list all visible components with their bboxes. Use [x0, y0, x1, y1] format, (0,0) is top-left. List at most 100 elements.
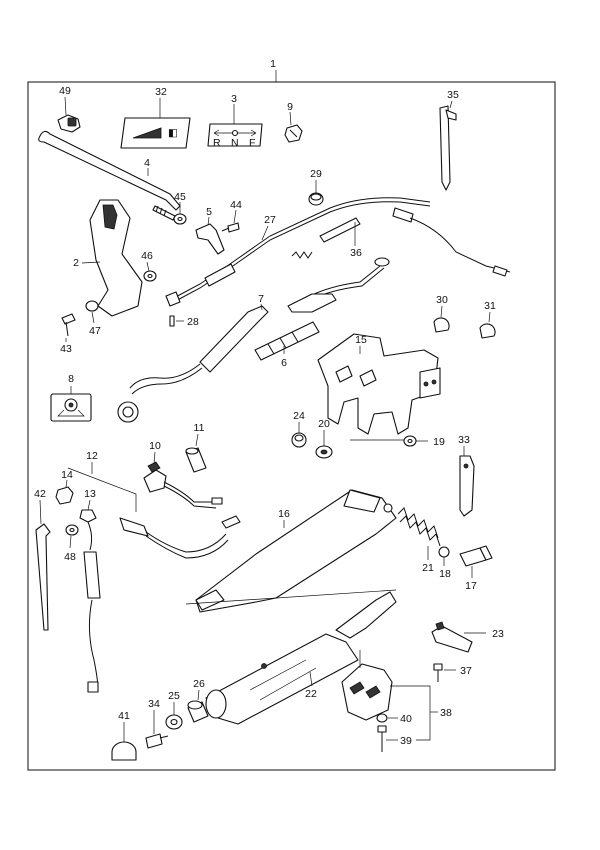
- part-24-bush: [291, 422, 307, 448]
- part-3-shift-plate: R N F: [207, 104, 263, 149]
- callout-47: 47: [89, 325, 101, 337]
- callout-33: 33: [458, 434, 470, 446]
- part-14-nut: [55, 479, 74, 505]
- part-16-housing: [195, 489, 397, 613]
- callout-27: 27: [264, 214, 276, 226]
- callout-19: 19: [433, 436, 445, 448]
- callout-32: 32: [155, 86, 167, 98]
- callout-24: 24: [293, 410, 305, 422]
- callout-37: 37: [460, 665, 472, 677]
- callout-9: 9: [287, 101, 293, 113]
- callout-5: 5: [206, 206, 212, 218]
- part-42-strap: [35, 499, 51, 631]
- callout-44: 44: [230, 199, 242, 211]
- callout-8: 8: [68, 373, 74, 385]
- callout-6: 6: [281, 357, 287, 369]
- callout-15: 15: [355, 334, 367, 346]
- part-33-bracket: [459, 446, 475, 517]
- part-49-clip: [57, 96, 81, 133]
- part-40-washer: [376, 713, 398, 723]
- part-23-bracket: [431, 621, 486, 653]
- part-19-washer: [403, 435, 428, 447]
- part-37-screw: [433, 663, 456, 682]
- part-13-lanyard: [79, 499, 101, 693]
- callout-14: 14: [61, 469, 73, 481]
- part-31-cap: [479, 311, 496, 339]
- callout-10: 10: [149, 440, 161, 452]
- part-4-rod: [38, 130, 181, 221]
- callout-40: 40: [400, 713, 412, 725]
- callout-1: 1: [270, 58, 276, 70]
- callout-20: 20: [318, 418, 330, 430]
- part-15-bracket: [317, 333, 441, 441]
- part-26-collar: [187, 689, 209, 723]
- part-29-nut: [308, 180, 324, 206]
- part-25-washer: [165, 702, 183, 730]
- part-9-grommet: [284, 111, 303, 143]
- part-45-washer: [173, 202, 187, 225]
- part-20-bush: [315, 430, 333, 459]
- callout-29: 29: [310, 168, 322, 180]
- callout-39: 39: [400, 735, 412, 747]
- part-17-bolt: [459, 545, 493, 578]
- part-8-plate: [50, 386, 92, 422]
- part-43-screw: [61, 313, 76, 342]
- callout-3: 3: [231, 93, 237, 105]
- shift-letter-r: R: [213, 137, 221, 149]
- svg-text:◧: ◧: [168, 127, 178, 139]
- part-18-washer: [438, 546, 450, 566]
- part-22-grip: [185, 589, 397, 725]
- callout-43: 43: [60, 343, 72, 355]
- part-44-screw: [221, 209, 240, 233]
- callout-36: 36: [350, 247, 362, 259]
- callout-30: 30: [436, 294, 448, 306]
- callout-42: 42: [34, 488, 46, 500]
- shift-letter-f: F: [249, 137, 255, 149]
- callout-49: 49: [59, 85, 71, 97]
- callout-34: 34: [148, 698, 160, 710]
- callout-17: 17: [465, 580, 477, 592]
- part-48-washer: [65, 524, 79, 549]
- part-46-washer: [143, 261, 157, 282]
- callout-13: 13: [84, 488, 96, 500]
- callout-23: 23: [492, 628, 504, 640]
- callout-45: 45: [174, 191, 186, 203]
- callout-48: 48: [64, 551, 76, 563]
- callout-46: 46: [141, 250, 153, 262]
- part-38-block: [341, 650, 438, 741]
- part-36-spring: [291, 217, 390, 301]
- part-2-handle: [81, 199, 143, 317]
- callout-18: 18: [439, 568, 451, 580]
- part-47-washer: [85, 300, 99, 324]
- part-5-link: [195, 216, 225, 255]
- callout-21: 21: [422, 562, 434, 574]
- callout-41: 41: [118, 710, 130, 722]
- callout-38: 38: [440, 707, 452, 719]
- callout-7: 7: [258, 293, 264, 305]
- part-10-switch: [143, 451, 223, 509]
- callout-26: 26: [193, 678, 205, 690]
- part-21-spring: [397, 507, 441, 560]
- callout-numbers: 1 2 3 4 5 6 7 8 9 10 11 12 13 14 15 16 1…: [34, 58, 504, 747]
- part-32-decal: ◧: [120, 98, 191, 149]
- part-11-sleeve: [185, 433, 207, 473]
- callout-2: 2: [73, 257, 79, 269]
- callout-16: 16: [278, 508, 290, 520]
- part-39-screw: [377, 725, 398, 752]
- part-41-cap: [111, 722, 137, 761]
- part-12-connector: [67, 462, 241, 559]
- part-34-screw: [145, 710, 169, 749]
- part-28-pin: [169, 315, 184, 327]
- callout-11: 11: [194, 422, 205, 434]
- callout-28: 28: [187, 316, 199, 328]
- callout-35: 35: [447, 89, 459, 101]
- callout-12: 12: [86, 450, 98, 462]
- callout-25: 25: [168, 690, 180, 702]
- part-6-grip: [254, 321, 320, 361]
- diagram-frame: [27, 81, 556, 771]
- part-7-cord: [117, 293, 337, 423]
- callout-22: 22: [305, 688, 317, 700]
- part-35-pin: [439, 100, 457, 191]
- part-30-cap: [433, 305, 450, 333]
